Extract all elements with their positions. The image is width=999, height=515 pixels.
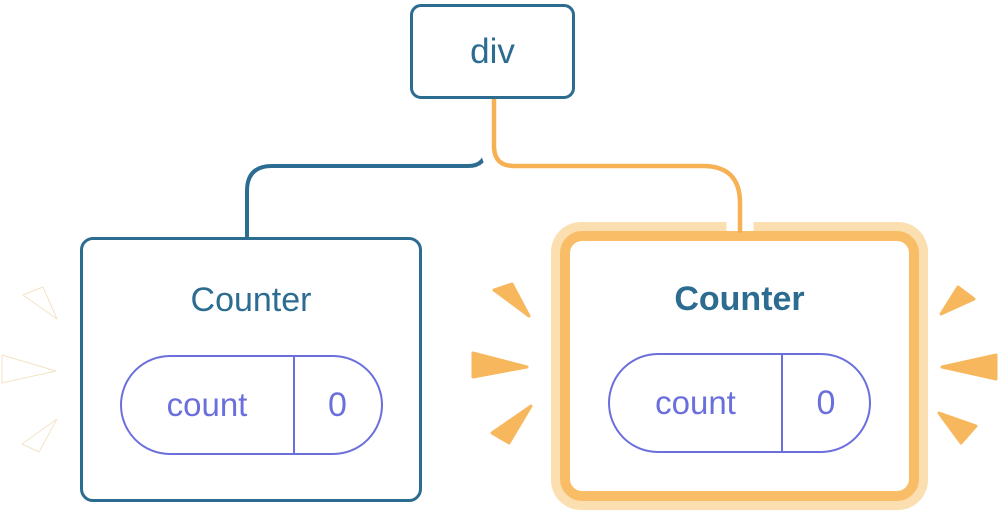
connector-orange-casing — [480, 86, 754, 231]
connector-blue-line — [245, 86, 488, 240]
burst-icon — [22, 286, 58, 320]
burst-icon — [937, 411, 978, 445]
burst-icon — [471, 351, 529, 379]
tree-node-counter-right: Counter count 0 — [560, 231, 919, 501]
state-pill: count 0 — [608, 353, 871, 453]
tree-node-counter-left: Counter count 0 — [80, 237, 422, 502]
state-value-label: 0 — [328, 385, 347, 424]
root-node-label: div — [470, 31, 515, 71]
tree-node-root: div — [410, 4, 575, 99]
burst-icon — [21, 418, 58, 453]
burst-group-left-counter — [1, 286, 58, 453]
connector-orange-line — [491, 86, 743, 233]
burst-icon — [490, 404, 533, 445]
state-key-label: count — [610, 355, 783, 451]
burst-icon — [939, 285, 976, 316]
counter-title: Counter — [674, 280, 805, 318]
burst-icon — [492, 282, 531, 318]
state-key-label: count — [122, 357, 295, 453]
counter-title: Counter — [190, 281, 312, 319]
state-value-label: 0 — [816, 383, 836, 422]
highlight-halo: Counter count 0 — [551, 222, 928, 510]
burst-group-right-counter-right — [937, 285, 998, 445]
burst-icon — [940, 353, 998, 381]
burst-icon — [1, 354, 57, 384]
state-pill: count 0 — [119, 355, 383, 455]
burst-group-right-counter-left — [471, 282, 533, 445]
